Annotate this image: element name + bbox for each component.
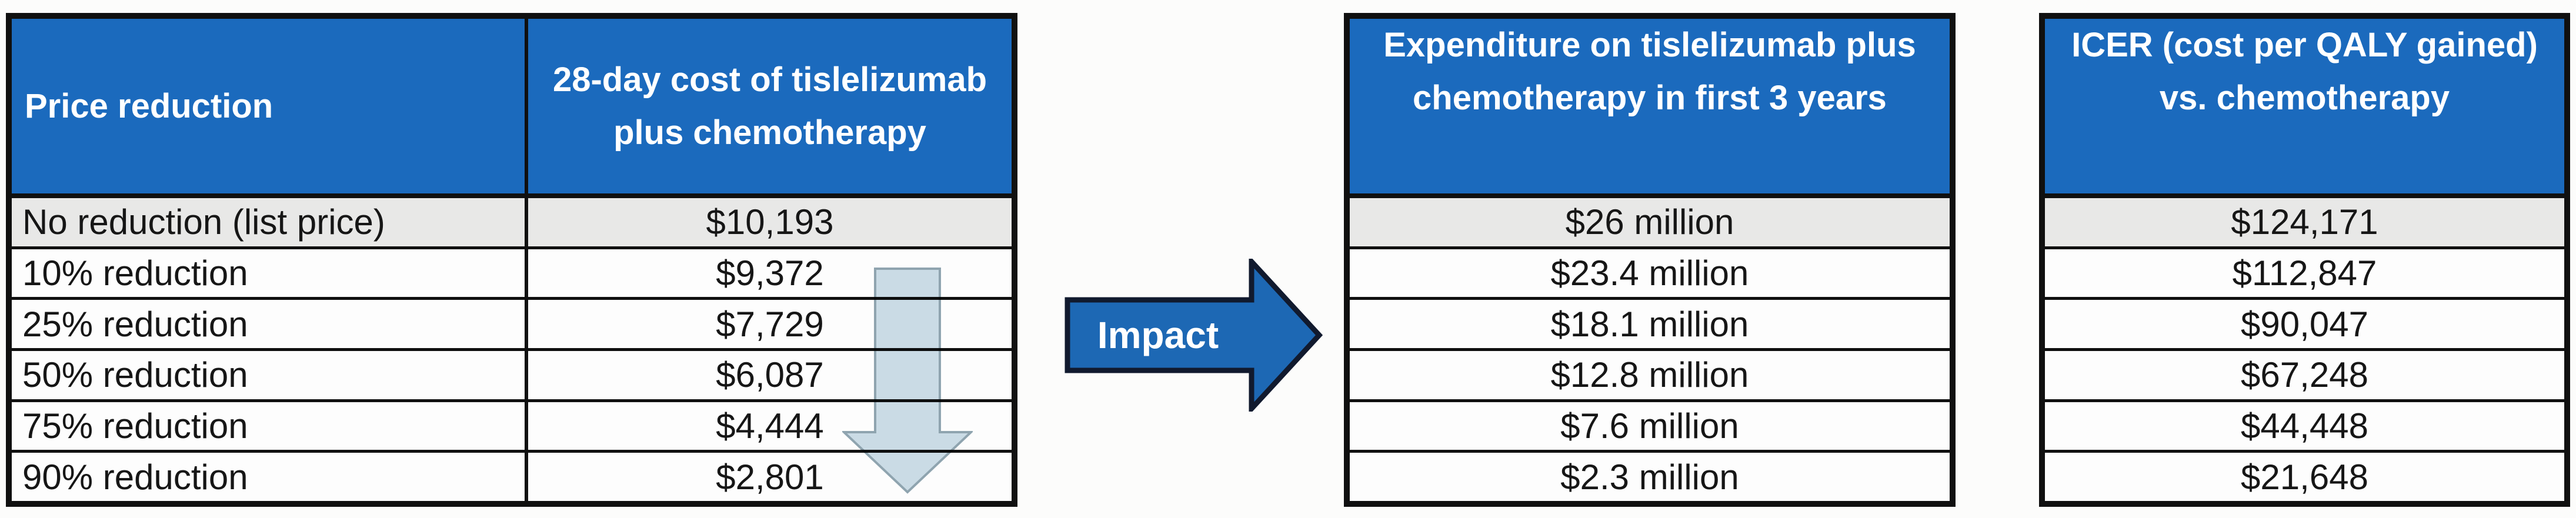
price-reduction-cell: 10% reduction [12,249,525,298]
price-table-header-row: Price reduction 28-day cost of tislelizu… [12,19,1012,198]
table-row: $12.8 million [1350,350,1950,399]
expenditure-table-body: $26 million $23.4 million $18.1 million … [1350,198,1950,501]
icer-table-body: $124,171 $112,847 $90,047 $67,248 $44,44… [2045,198,2564,501]
expenditure-table-header-row: Expenditure on tislelizumab plus chemoth… [1350,19,1950,198]
price-reduction-cell: 25% reduction [12,300,525,348]
table-row: 25% reduction $7,729 [12,300,1012,348]
table-row: $18.1 million [1350,300,1950,348]
table-row: No reduction (list price) $10,193 [12,198,1012,246]
icer-cell: $21,648 [2045,453,2564,501]
expenditure-header: Expenditure on tislelizumab plus chemoth… [1350,19,1950,125]
down-arrow-icon [842,268,973,494]
impact-arrow: Impact [1065,259,1323,412]
cost-cell: $10,193 [528,198,1012,246]
expenditure-cell: $23.4 million [1350,249,1950,298]
table-row: $112,847 [2045,249,2564,298]
icer-header: ICER (cost per QALY gained) vs. chemothe… [2045,19,2564,125]
icer-cell: $90,047 [2045,300,2564,348]
price-reduction-table: Price reduction 28-day cost of tislelizu… [6,13,1017,507]
icer-cell: $44,448 [2045,402,2564,450]
icer-cell: $124,171 [2045,198,2564,246]
expenditure-cell: $18.1 million [1350,300,1950,348]
price-reduction-cell: 50% reduction [12,350,525,399]
expenditure-cell: $12.8 million [1350,350,1950,399]
expenditure-table: Expenditure on tislelizumab plus chemoth… [1344,13,1956,507]
cost-header: 28-day cost of tislelizumab plus chemoth… [528,19,1012,193]
table-row: $21,648 [2045,453,2564,501]
right-arrow-icon [1065,259,1323,412]
impact-arrow-label: Impact [1097,314,1219,356]
icer-table: ICER (cost per QALY gained) vs. chemothe… [2039,13,2570,507]
table-row: $90,047 [2045,300,2564,348]
price-table-body: No reduction (list price) $10,193 10% re… [12,198,1012,501]
expenditure-cell: $26 million [1350,198,1950,246]
table-row: $2.3 million [1350,453,1950,501]
table-row: 75% reduction $4,444 [12,402,1012,450]
icer-table-header-row: ICER (cost per QALY gained) vs. chemothe… [2045,19,2564,198]
price-reduction-cell: No reduction (list price) [12,198,525,246]
price-reduction-cell: 75% reduction [12,402,525,450]
expenditure-cell: $7.6 million [1350,402,1950,450]
table-row: $23.4 million [1350,249,1950,298]
table-row: $124,171 [2045,198,2564,246]
price-reduction-header: Price reduction [12,19,525,193]
table-row: $26 million [1350,198,1950,246]
icer-cell: $67,248 [2045,350,2564,399]
price-reduction-cell: 90% reduction [12,453,525,501]
table-row: $44,448 [2045,402,2564,450]
expenditure-cell: $2.3 million [1350,453,1950,501]
table-row: $67,248 [2045,350,2564,399]
table-row: $7.6 million [1350,402,1950,450]
icer-cell: $112,847 [2045,249,2564,298]
